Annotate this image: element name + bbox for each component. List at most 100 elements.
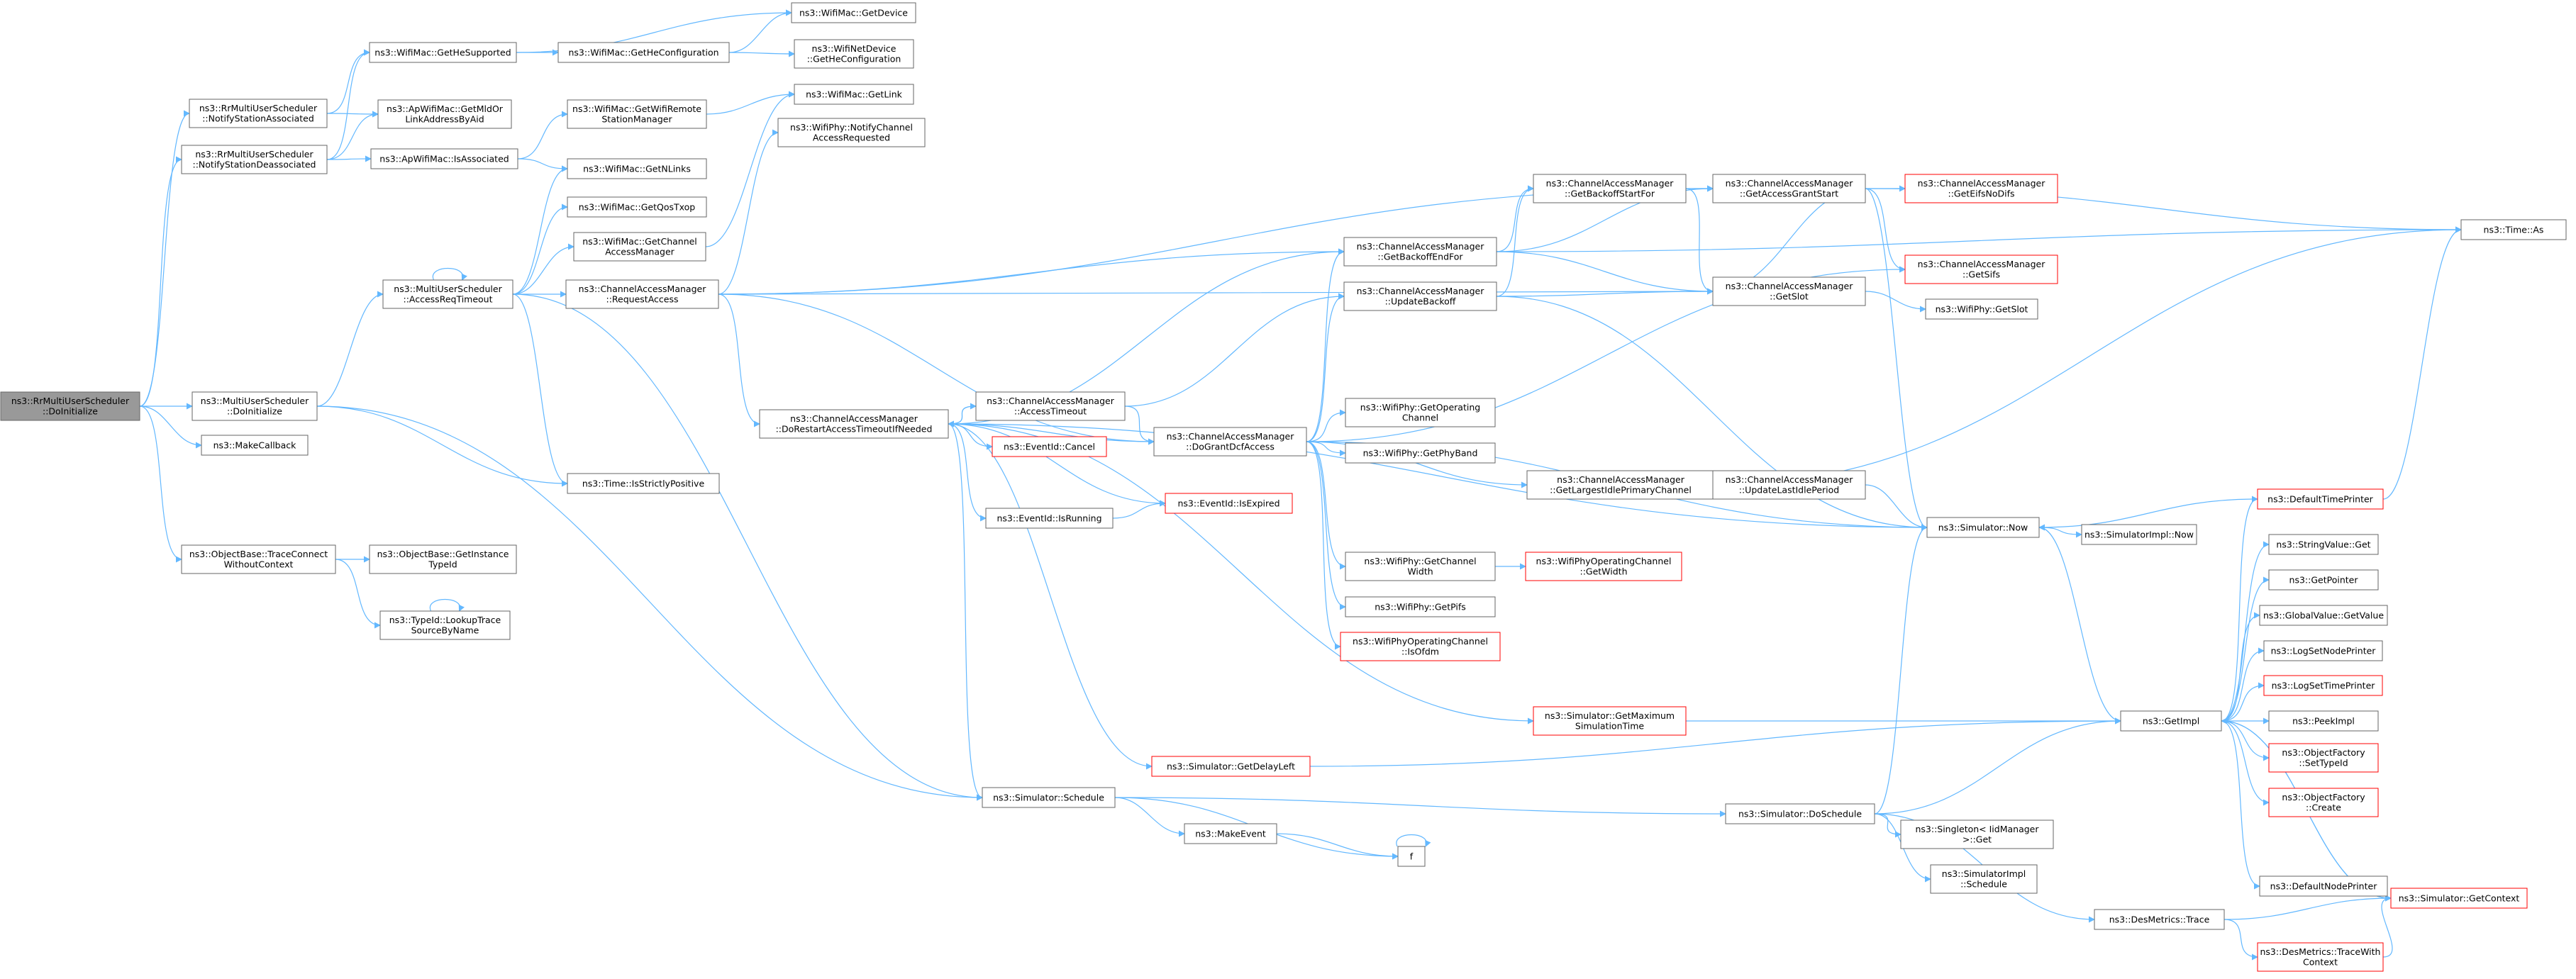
node-is-associated[interactable]: ns3::ApWifiMac::IsAssociated — [370, 148, 518, 169]
node-is-strictly-positive[interactable]: ns3::Time::IsStrictlyPositive — [567, 473, 720, 494]
node-get-slot[interactable]: ns3::ChannelAccessManager::GetSlot — [1712, 276, 1866, 306]
call-edge — [705, 91, 795, 247]
node-label: ::GetBackoffStartFor — [1565, 189, 1655, 199]
node-label: AccessRequested — [813, 133, 890, 143]
node-label: ns3::WifiNetDevice — [812, 43, 896, 54]
node-wnd-get-he-config[interactable]: ns3::WifiNetDevice::GetHeConfiguration — [794, 39, 914, 69]
node-make-event[interactable]: ns3::MakeEvent — [1184, 823, 1277, 844]
node-get-impl[interactable]: ns3::GetImpl — [2120, 710, 2222, 732]
node-sim-get-context[interactable]: ns3::Simulator::GetContext — [2390, 888, 2528, 909]
node-eventid-is-running[interactable]: ns3::EventId::IsRunning — [985, 508, 1114, 529]
node-label: ::Create — [2306, 802, 2341, 813]
node-update-last-idle[interactable]: ns3::ChannelAccessManager::UpdateLastIdl… — [1712, 470, 1866, 500]
call-edge — [1865, 484, 1928, 531]
call-edge — [2221, 720, 2260, 890]
node-of-set-typeid[interactable]: ns3::ObjectFactory::SetTypeId — [2268, 743, 2379, 773]
node-sim-now[interactable]: ns3::Simulator::Now — [1926, 517, 2040, 538]
call-edge — [718, 129, 779, 295]
call-edge — [948, 420, 1155, 442]
node-box — [2259, 605, 2388, 626]
call-edge — [948, 405, 977, 427]
call-edge — [1276, 833, 1399, 860]
node-trace-connect[interactable]: ns3::ObjectBase::TraceConnectWithoutCont… — [181, 544, 336, 574]
node-access-req-timeout[interactable]: ns3::MultiUserScheduler::AccessReqTimeou… — [382, 279, 513, 309]
node-phy-get-slot[interactable]: ns3::WifiPhy::GetSlot — [1925, 298, 2038, 320]
node-get-eifs[interactable]: ns3::ChannelAccessManager::GetEifsNoDifs — [1904, 174, 2058, 203]
node-notify-car[interactable]: ns3::WifiPhy::NotifyChannelAccessRequest… — [777, 118, 926, 147]
node-get-width[interactable]: ns3::WifiPhyOperatingChannel::GetWidth — [1525, 552, 1682, 581]
node-get-link[interactable]: ns3::WifiMac::GetLink — [794, 84, 914, 105]
node-default-time-printer[interactable]: ns3::DefaultTimePrinter — [2257, 488, 2384, 510]
call-edge — [1496, 251, 1714, 295]
node-label: ns3::GlobalValue::GetValue — [2263, 610, 2384, 620]
node-eventid-cancel[interactable]: ns3::EventId::Cancel — [992, 436, 1107, 457]
node-global-value-get[interactable]: ns3::GlobalValue::GetValue — [2259, 605, 2388, 626]
node-label: ns3::ChannelAccessManager — [1557, 474, 1685, 485]
node-singleton-get[interactable]: ns3::Singleton< IidManager >::Get — [1900, 819, 2054, 849]
node-box — [1397, 846, 1426, 867]
node-rr-notify-assoc[interactable]: ns3::RrMultiUserScheduler::NotifyStation… — [189, 99, 328, 128]
node-sim-do-schedule[interactable]: ns3::Simulator::DoSchedule — [1725, 803, 1875, 824]
node-box — [2263, 675, 2383, 696]
node-f[interactable]: f — [1397, 846, 1426, 867]
node-simimpl-now[interactable]: ns3::SimulatorImpl::Now — [2081, 524, 2197, 545]
call-edge — [1496, 185, 1534, 297]
node-label: ns3::SimulatorImpl::Now — [2084, 529, 2194, 539]
node-get-largest-idle[interactable]: ns3::ChannelAccessManager::GetLargestIdl… — [1526, 470, 1715, 500]
node-do-restart[interactable]: ns3::ChannelAccessManager::DoRestartAcce… — [759, 409, 949, 439]
node-eventid-is-expired[interactable]: ns3::EventId::IsExpired — [1165, 493, 1293, 514]
node-time-as[interactable]: ns3::Time::As — [2460, 219, 2567, 240]
node-log-set-time[interactable]: ns3::LogSetTimePrinter — [2263, 675, 2383, 696]
node-access-timeout[interactable]: ns3::ChannelAccessManager::AccessTimeout — [975, 391, 1126, 421]
node-default-node-printer[interactable]: ns3::DefaultNodePrinter — [2259, 875, 2388, 897]
node-get-phy-band[interactable]: ns3::WifiPhy::GetPhyBand — [1345, 442, 1496, 464]
node-root[interactable]: ns3::RrMultiUserScheduler::DoInitialize — [0, 391, 140, 421]
node-get-he-supported[interactable]: ns3::WifiMac::GetHeSupported — [369, 42, 517, 63]
node-peek-impl[interactable]: ns3::PeekImpl — [2268, 710, 2379, 732]
node-label: ns3::EventId::IsRunning — [996, 513, 1101, 523]
node-get-backoff-start[interactable]: ns3::ChannelAccessManager::GetBackoffSta… — [1533, 174, 1687, 203]
node-label: ::NotifyStationAssociated — [202, 113, 314, 124]
node-get-device[interactable]: ns3::WifiMac::GetDevice — [791, 2, 916, 23]
node-get-backoff-end[interactable]: ns3::ChannelAccessManager::GetBackoffEnd… — [1343, 237, 1497, 267]
node-get-he-config[interactable]: ns3::WifiMac::GetHeConfiguration — [557, 42, 730, 63]
node-make-callback[interactable]: ns3::MakeCallback — [201, 435, 309, 456]
node-sim-schedule[interactable]: ns3::Simulator::Schedule — [982, 787, 1116, 808]
node-get-pifs[interactable]: ns3::WifiPhy::GetPifs — [1345, 596, 1496, 617]
node-string-value-get[interactable]: ns3::StringValue::Get — [2268, 534, 2379, 555]
node-get-wifi-remote[interactable]: ns3::WifiMac::GetWifiRemoteStationManage… — [567, 99, 707, 129]
node-simimpl-schedule[interactable]: ns3::SimulatorImpl::Schedule — [1930, 864, 2038, 894]
node-get-access-grant[interactable]: ns3::ChannelAccessManager::GetAccessGran… — [1712, 174, 1866, 203]
node-get-nlinks[interactable]: ns3::WifiMac::GetNLinks — [567, 158, 707, 179]
node-rr-notify-deassoc[interactable]: ns3::RrMultiUserScheduler::NotifyStation… — [181, 145, 328, 174]
node-box — [2390, 888, 2528, 909]
node-label: ns3::LogSetTimePrinter — [2272, 680, 2376, 690]
call-edge — [1496, 185, 1534, 252]
node-box — [1184, 823, 1277, 844]
node-label: ::UpdateLastIdlePeriod — [1739, 485, 1840, 496]
node-get-qos-txop[interactable]: ns3::WifiMac::GetQosTxop — [567, 196, 707, 218]
node-sim-get-delay-left[interactable]: ns3::Simulator::GetDelayLeft — [1151, 756, 1311, 777]
node-request-access[interactable]: ns3::ChannelAccessManager::RequestAccess — [565, 279, 719, 309]
node-update-backoff[interactable]: ns3::ChannelAccessManager::UpdateBackoff — [1343, 281, 1497, 311]
node-of-create[interactable]: ns3::ObjectFactory::Create — [2268, 788, 2379, 817]
node-label: ns3::SimulatorImpl — [1942, 868, 2026, 879]
node-log-set-node[interactable]: ns3::LogSetNodePrinter — [2263, 640, 2383, 661]
node-label: AccessManager — [605, 247, 674, 257]
node-is-ofdm[interactable]: ns3::WifiPhyOperatingChannel::IsOfdm — [1340, 632, 1501, 661]
node-do-grant[interactable]: ns3::ChannelAccessManager::DoGrantDcfAcc… — [1153, 427, 1307, 457]
node-get-sifs[interactable]: ns3::ChannelAccessManager::GetSifs — [1904, 254, 2058, 284]
node-mus-doinit[interactable]: ns3::MultiUserScheduler::DoInitialize — [191, 391, 318, 421]
node-des-trace[interactable]: ns3::DesMetrics::Trace — [2094, 909, 2225, 930]
node-get-pointer[interactable]: ns3::GetPointer — [2268, 569, 2379, 591]
call-edge — [326, 155, 372, 162]
call-edge — [512, 165, 568, 295]
